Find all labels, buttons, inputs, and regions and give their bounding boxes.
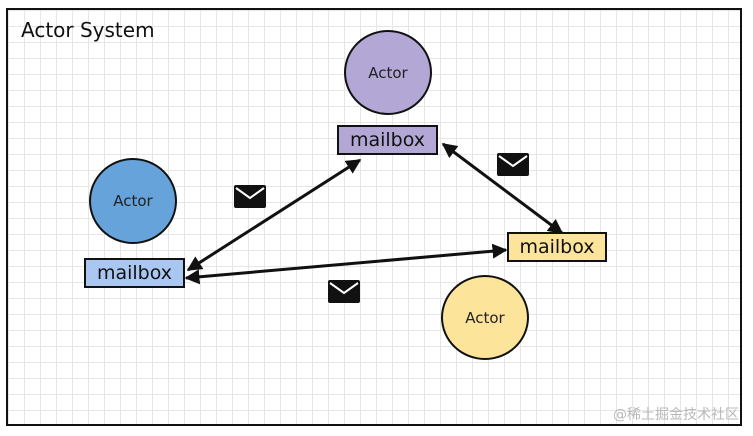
actor-circle-top: Actor bbox=[344, 30, 432, 115]
mailbox-top: mailbox bbox=[337, 125, 438, 155]
mailbox-label-right: mailbox bbox=[519, 236, 595, 258]
arrow-top-to-left bbox=[186, 158, 362, 272]
mailbox-right: mailbox bbox=[507, 232, 607, 262]
actor-label-bottom: Actor bbox=[465, 308, 505, 327]
diagram-title: Actor System bbox=[21, 18, 155, 42]
arrow-top-to-right bbox=[441, 142, 564, 235]
mailbox-label-top: mailbox bbox=[349, 129, 426, 151]
mailbox-left: mailbox bbox=[84, 258, 185, 288]
envelope-icon bbox=[497, 153, 529, 176]
actor-circle-left: Actor bbox=[89, 158, 177, 244]
arrow-left-to-right bbox=[184, 243, 508, 285]
envelope-icon bbox=[328, 280, 360, 303]
actor-label-left: Actor bbox=[113, 192, 153, 210]
actor-circle-bottom: Actor bbox=[441, 275, 529, 360]
mailbox-label-left: mailbox bbox=[96, 262, 173, 284]
actor-label-top: Actor bbox=[368, 63, 408, 82]
watermark: @稀土掘金技术社区 bbox=[613, 407, 739, 423]
envelope-icon bbox=[234, 185, 266, 208]
